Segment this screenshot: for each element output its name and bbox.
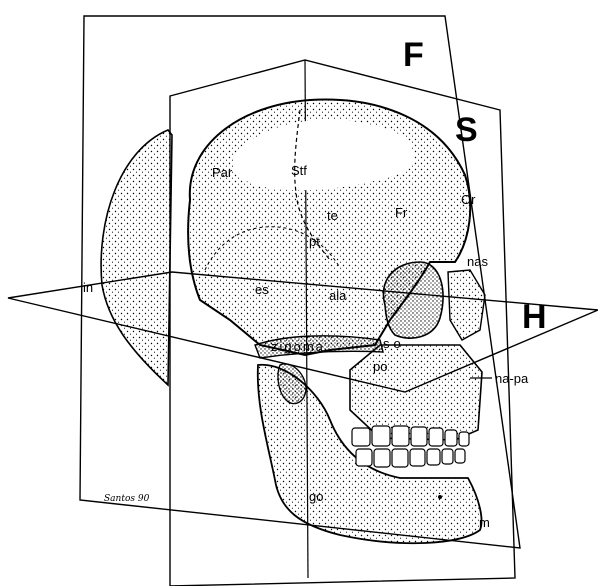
label-so: so	[383, 337, 405, 350]
label-ala: ala	[329, 289, 346, 302]
label-or: Or	[461, 193, 475, 206]
label-go: go	[309, 490, 323, 503]
label-pt: pt	[309, 235, 320, 248]
label-na-pa: na-pa	[495, 372, 528, 385]
skull-back-outline	[101, 130, 172, 385]
plane-label-f: F	[403, 38, 424, 72]
label-nas: nas	[467, 255, 488, 268]
label-es: es	[255, 283, 269, 296]
label-te: te	[327, 209, 338, 222]
mental-foramen	[438, 495, 442, 499]
artist-signature: Santos 90	[104, 495, 149, 504]
label-stf: Stf	[291, 164, 307, 177]
label-in: in	[83, 281, 93, 294]
plane-label-h: H	[522, 300, 547, 334]
label-par: Par	[212, 166, 232, 179]
label-fr: Fr	[395, 206, 407, 219]
maxilla	[350, 345, 482, 440]
plane-label-s: S	[455, 113, 478, 147]
label-zigoma: zigoma	[271, 340, 325, 353]
lower-teeth	[356, 449, 465, 467]
label-m: m	[479, 516, 490, 529]
nasal-bone	[448, 270, 485, 340]
label-po: po	[373, 360, 387, 373]
orbit	[383, 262, 443, 338]
